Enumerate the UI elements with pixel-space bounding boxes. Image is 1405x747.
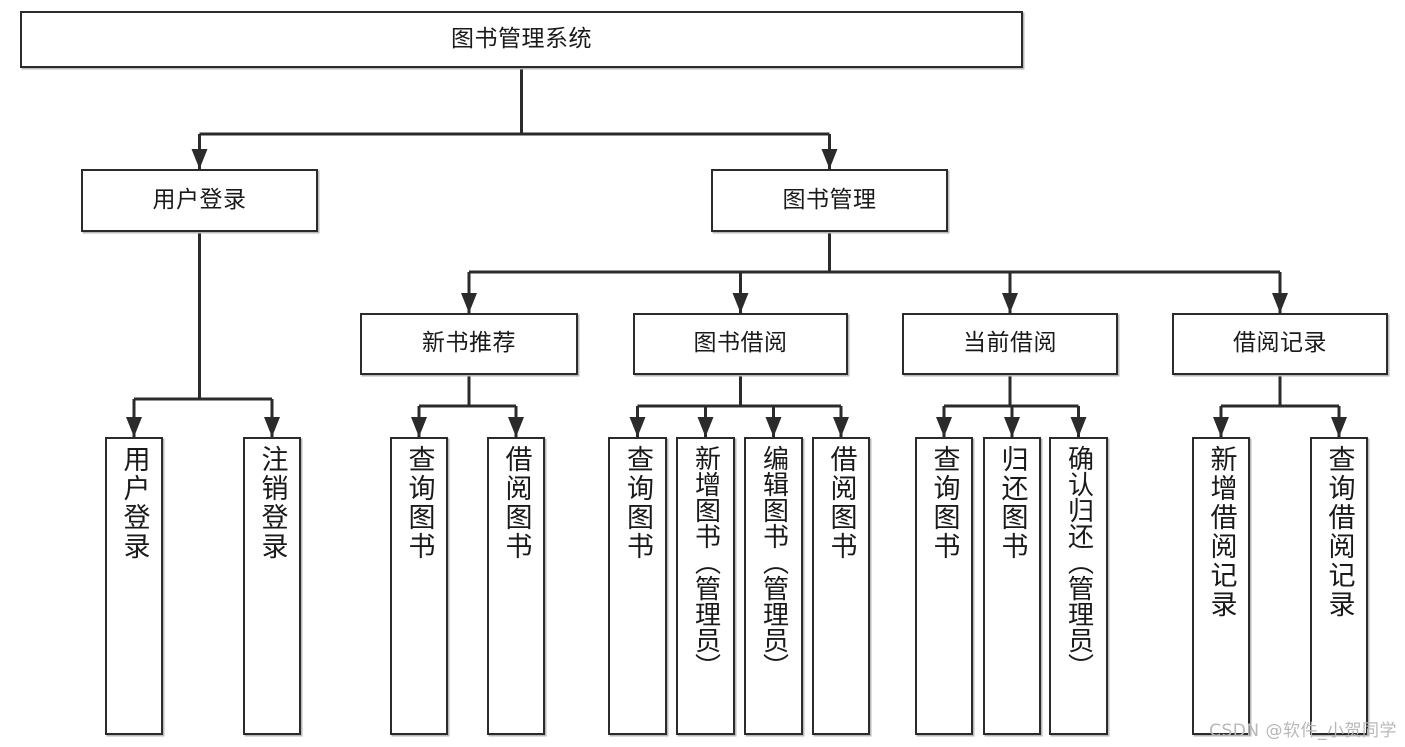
arrow-head-icon — [508, 417, 524, 437]
arrow-head-icon — [126, 417, 142, 437]
node-leaf-query-book-rec[interactable]: 查询图书 — [390, 437, 448, 735]
arrow-head-icon — [411, 417, 427, 437]
arrow-head-icon — [765, 417, 782, 437]
node-book-manage[interactable]: 图书管理 — [711, 169, 948, 232]
node-leaf-query-record[interactable]: 查询借阅记录 — [1310, 437, 1368, 735]
node-label: 查询借阅记录 — [1323, 445, 1355, 619]
arrow-head-icon — [629, 417, 646, 437]
node-leaf-add-record[interactable]: 新增借阅记录 — [1192, 437, 1250, 735]
node-label: 查询图书 — [403, 445, 435, 561]
node-label: 借阅图书 — [500, 445, 532, 561]
arrow-head-icon — [1002, 293, 1018, 313]
node-label: 新增图书（管理员） — [690, 445, 721, 679]
node-label: 查询图书 — [622, 445, 653, 561]
arrow-head-icon — [936, 417, 952, 437]
node-leaf-borrow-book[interactable]: 借阅图书 — [812, 437, 870, 735]
node-label: 用户登录 — [118, 445, 150, 561]
node-leaf-user-logout[interactable]: 注销登录 — [243, 437, 301, 735]
node-user-login[interactable]: 用户登录 — [81, 169, 318, 232]
arrow-head-icon — [732, 293, 749, 313]
node-label: 归还图书 — [996, 445, 1028, 561]
node-label: 查询图书 — [928, 445, 960, 561]
node-leaf-confirm-return[interactable]: 确认归还（管理员） — [1049, 437, 1108, 735]
node-label: 用户登录 — [152, 186, 247, 213]
node-new-book-rec[interactable]: 新书推荐 — [360, 313, 578, 375]
node-label: 图书借阅 — [693, 330, 788, 357]
node-label: 编辑图书（管理员） — [758, 445, 789, 679]
arrow-head-icon — [833, 417, 849, 437]
node-leaf-edit-book[interactable]: 编辑图书（管理员） — [744, 437, 803, 735]
node-label: 借阅记录 — [1233, 330, 1327, 357]
node-label: 新书推荐 — [422, 330, 516, 357]
arrow-head-icon — [1070, 417, 1087, 437]
node-label: 注销登录 — [256, 445, 288, 561]
arrow-head-icon — [697, 417, 714, 437]
arrow-head-icon — [461, 293, 477, 313]
node-leaf-query-book[interactable]: 查询图书 — [608, 437, 667, 735]
node-leaf-add-book[interactable]: 新增图书（管理员） — [676, 437, 735, 735]
arrow-head-icon — [191, 149, 208, 169]
arrow-head-icon — [1213, 417, 1229, 437]
node-label: 图书管理系统 — [451, 25, 592, 52]
node-label: 借阅图书 — [825, 445, 857, 561]
node-label: 新增借阅记录 — [1205, 445, 1237, 619]
node-leaf-query-book-cur[interactable]: 查询图书 — [915, 437, 973, 735]
arrow-head-icon — [1331, 417, 1347, 437]
node-current-borrow[interactable]: 当前借阅 — [902, 313, 1118, 375]
node-label: 图书管理 — [782, 186, 877, 213]
node-label: 确认归还（管理员） — [1063, 445, 1094, 679]
watermark-text: CSDN @软件_小贺同学 — [1209, 721, 1397, 741]
arrow-head-icon — [1272, 293, 1288, 313]
arrow-head-icon — [821, 149, 838, 169]
node-leaf-return-book[interactable]: 归还图书 — [983, 437, 1041, 735]
node-root[interactable]: 图书管理系统 — [20, 11, 1023, 68]
arrow-head-icon — [264, 417, 280, 437]
node-label: 当前借阅 — [963, 330, 1057, 357]
arrow-head-icon — [1004, 417, 1020, 437]
node-leaf-user-login[interactable]: 用户登录 — [105, 437, 163, 735]
node-book-borrow[interactable]: 图书借阅 — [633, 313, 848, 375]
node-borrow-record[interactable]: 借阅记录 — [1172, 313, 1388, 375]
node-leaf-borrow-book-rec[interactable]: 借阅图书 — [487, 437, 545, 735]
